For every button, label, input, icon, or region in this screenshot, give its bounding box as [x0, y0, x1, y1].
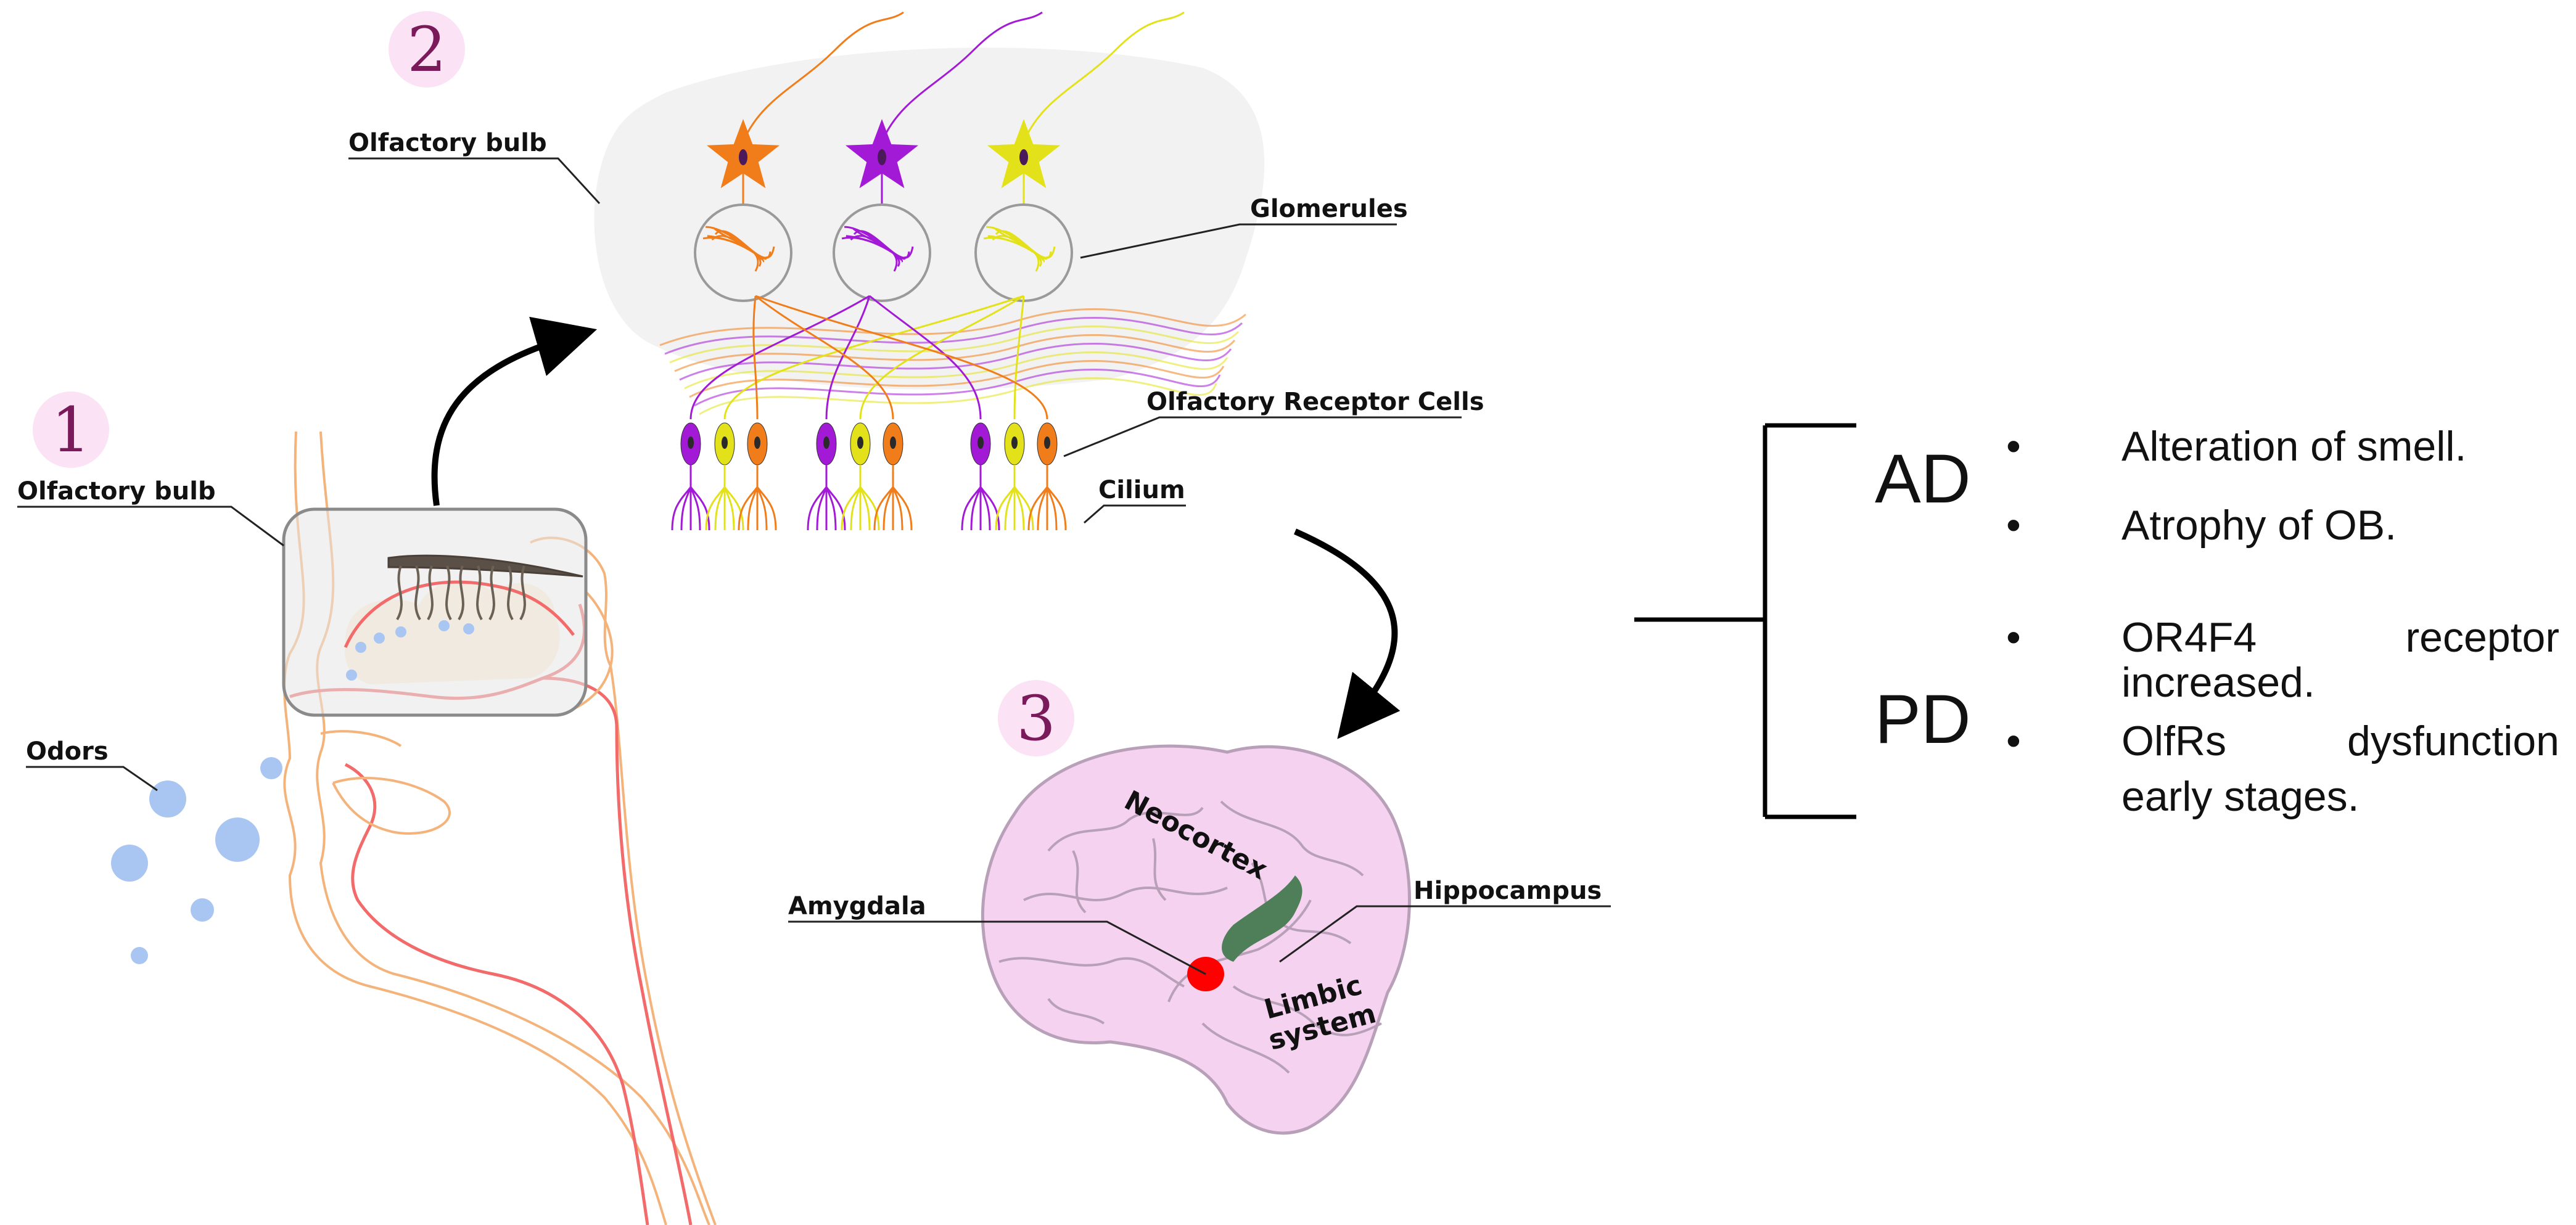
- leader-glomerules: [1080, 223, 1397, 259]
- axon-fibre: [694, 368, 1221, 407]
- leader-hippocampus: [1279, 905, 1611, 963]
- receptor-axon: [752, 295, 759, 420]
- glomerulus-tangle: [702, 226, 775, 272]
- glomerulus-tangle: [841, 226, 914, 272]
- glomerulus: [833, 203, 931, 302]
- pd-point-2-word-2: dysfunction: [2347, 718, 2559, 764]
- mitral-dendrite: [742, 11, 904, 142]
- leader-odors: [26, 766, 158, 792]
- step-2-badge: [389, 11, 465, 88]
- receptor-axon: [723, 295, 1024, 420]
- label-hippocampus: Hippocampus: [1414, 877, 1602, 905]
- glomerulus-tangle: [983, 226, 1056, 272]
- receptor-nucleus: [977, 436, 984, 449]
- hippocampus-shape: [1222, 875, 1302, 962]
- leader-olfactory-bulb-head: [17, 506, 284, 547]
- leader-cilium: [1084, 504, 1186, 524]
- leader-amygdala: [788, 920, 1206, 975]
- step-1-badge: [33, 391, 109, 468]
- ad-point-1: Alteration of smell.: [2121, 423, 2466, 470]
- ad-point-2: Atrophy of OB.: [2121, 502, 2397, 549]
- receptor-nucleus: [722, 436, 728, 449]
- receptor-nucleus: [857, 436, 863, 449]
- receptor-axon: [1013, 295, 1025, 420]
- receptor-cilia: [807, 465, 846, 531]
- axon-fibre: [684, 351, 1228, 390]
- arrow-step2-to-step3: [1293, 528, 1401, 739]
- receptor-cilia: [738, 465, 777, 531]
- receptor-cilia: [995, 465, 1034, 531]
- label-olfactory-bulb-head: Olfactory bulb: [17, 477, 216, 506]
- step-2-number: 2: [407, 14, 446, 86]
- axon-fibre: [679, 342, 1232, 381]
- axon-fibre: [659, 308, 1246, 346]
- receptor-cilia: [1027, 465, 1067, 531]
- receptor-nucleus: [1011, 436, 1018, 449]
- axon-fibre: [674, 334, 1236, 372]
- bullet-ad-2: •: [2006, 502, 2021, 549]
- bullet-ad-1: •: [2006, 423, 2021, 470]
- receptor-axon: [825, 295, 871, 420]
- receptor-nucleus: [1044, 436, 1050, 449]
- mitral-nucleus: [878, 149, 886, 165]
- receptor-cilia: [841, 465, 880, 531]
- receptor-cilia: [961, 465, 1000, 531]
- label-olfactory-bulb-detail: Olfactory bulb: [348, 129, 547, 157]
- axon-fibre: [669, 325, 1240, 364]
- pd-point-1-line-2: increased.: [2121, 659, 2315, 706]
- label-odors: Odors: [26, 737, 109, 766]
- olfactory-bulb-region: [594, 47, 1265, 390]
- axon-fibre: [699, 377, 1217, 416]
- receptor-axon: [755, 295, 894, 420]
- step-3-badge: [998, 680, 1074, 756]
- receptor-cilia: [705, 465, 744, 531]
- receptor-nucleus: [754, 436, 760, 449]
- leader-olfactory-receptor-cells: [1063, 416, 1462, 457]
- glomerulus: [694, 203, 792, 302]
- pd-point-1-word-2: receptor: [2406, 614, 2559, 661]
- receptor-axon: [755, 295, 1048, 420]
- pd-point-2-word-1: OlfRs: [2121, 718, 2226, 764]
- brain: [981, 744, 1411, 1135]
- receptor-nucleus: [823, 436, 829, 449]
- neuron-network: [659, 11, 1246, 531]
- condition-pd-label: PD: [1875, 681, 1971, 758]
- receptor-nucleus: [688, 436, 694, 449]
- condition-ad-label: AD: [1875, 440, 1971, 517]
- receptor-cilia: [873, 465, 913, 531]
- pd-point-1-word-1: OR4F4: [2121, 614, 2257, 661]
- receptor-axon: [869, 295, 982, 420]
- arrow-step1-to-step2: [431, 316, 598, 506]
- mitral-dendrite: [881, 11, 1043, 142]
- receptor-nucleus: [890, 436, 896, 449]
- label-glomerules: Glomerules: [1250, 195, 1408, 223]
- step-1-number: 1: [51, 394, 91, 466]
- pd-point-2-line-2: early stages.: [2121, 773, 2360, 820]
- receptor-axon: [689, 295, 870, 420]
- label-olfactory-receptor-cells: Olfactory Receptor Cells: [1146, 388, 1484, 416]
- receptor-cilia: [671, 465, 710, 531]
- olfactory-bulb-small: [344, 554, 583, 681]
- bullet-pd-1: •: [2006, 614, 2021, 661]
- odor-molecules: [111, 757, 282, 964]
- mitral-nucleus: [739, 149, 747, 165]
- label-amygdala: Amygdala: [788, 892, 926, 920]
- leader-olfactory-bulb-detail: [348, 157, 601, 205]
- olfactory-bulb-highlight-box: [282, 507, 588, 717]
- glomerulus: [974, 203, 1073, 302]
- mitral-nucleus: [1019, 149, 1028, 165]
- mitral-dendrite: [1023, 11, 1185, 142]
- step-3-number: 3: [1016, 682, 1056, 755]
- summary-bracket: [1634, 423, 1856, 819]
- axon-fibre: [664, 316, 1243, 355]
- receptor-axon: [859, 295, 1024, 420]
- label-cilium: Cilium: [1098, 476, 1185, 504]
- bullet-pd-2: •: [2006, 718, 2021, 764]
